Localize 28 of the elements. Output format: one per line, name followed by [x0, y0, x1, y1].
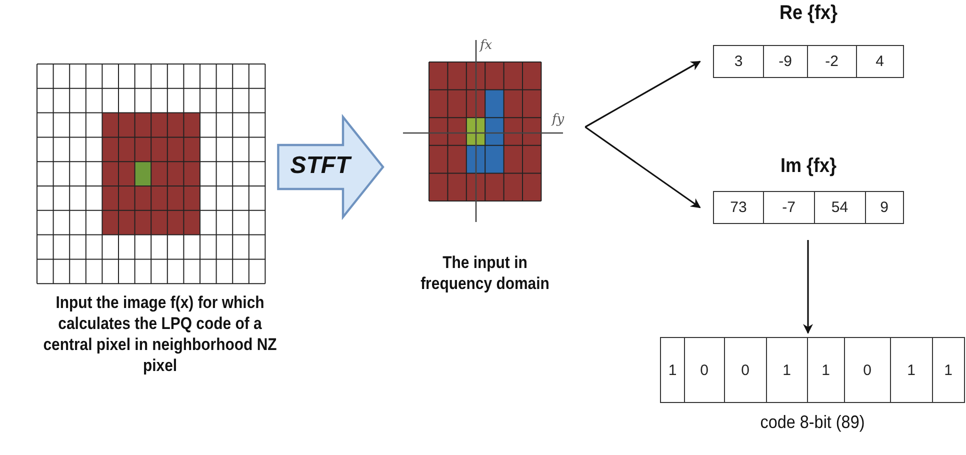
axis-label: fx [480, 38, 492, 53]
arrow [584, 60, 701, 128]
array-cell: 73 [713, 191, 764, 224]
arrow [803, 240, 813, 334]
node-label: Input the image f(x) for which calculates the LPQ code of a central pixel in neighborhood NZ pixel [42, 292, 278, 376]
array-cell: -2 [806, 45, 857, 78]
array-cell: 0 [684, 337, 725, 403]
array-cell: 54 [814, 191, 866, 224]
edge-label: STFT [290, 152, 350, 180]
array-cell: 9 [864, 191, 904, 224]
array-cell: 4 [856, 45, 904, 78]
array-cell: 1 [932, 337, 965, 403]
array-cell: 1 [806, 337, 845, 403]
axis-label: fy [552, 112, 564, 127]
array-title: Re {fx} [778, 2, 838, 25]
block-arrow [277, 114, 384, 220]
array-cell: 1 [890, 337, 933, 403]
array-cell: 0 [724, 337, 767, 403]
array-cell: 3 [713, 45, 764, 78]
node-label: The input in frequency domain [420, 252, 550, 294]
node-label: code 8-bit (89) [759, 412, 866, 433]
array-cell: 0 [844, 337, 891, 403]
arrow [584, 126, 701, 208]
array-title: Im {fx} [779, 155, 838, 178]
array-cell: 1 [660, 337, 685, 403]
array-cell: -9 [762, 45, 808, 78]
array-cell: -7 [762, 191, 815, 224]
array-cell: 1 [766, 337, 808, 403]
